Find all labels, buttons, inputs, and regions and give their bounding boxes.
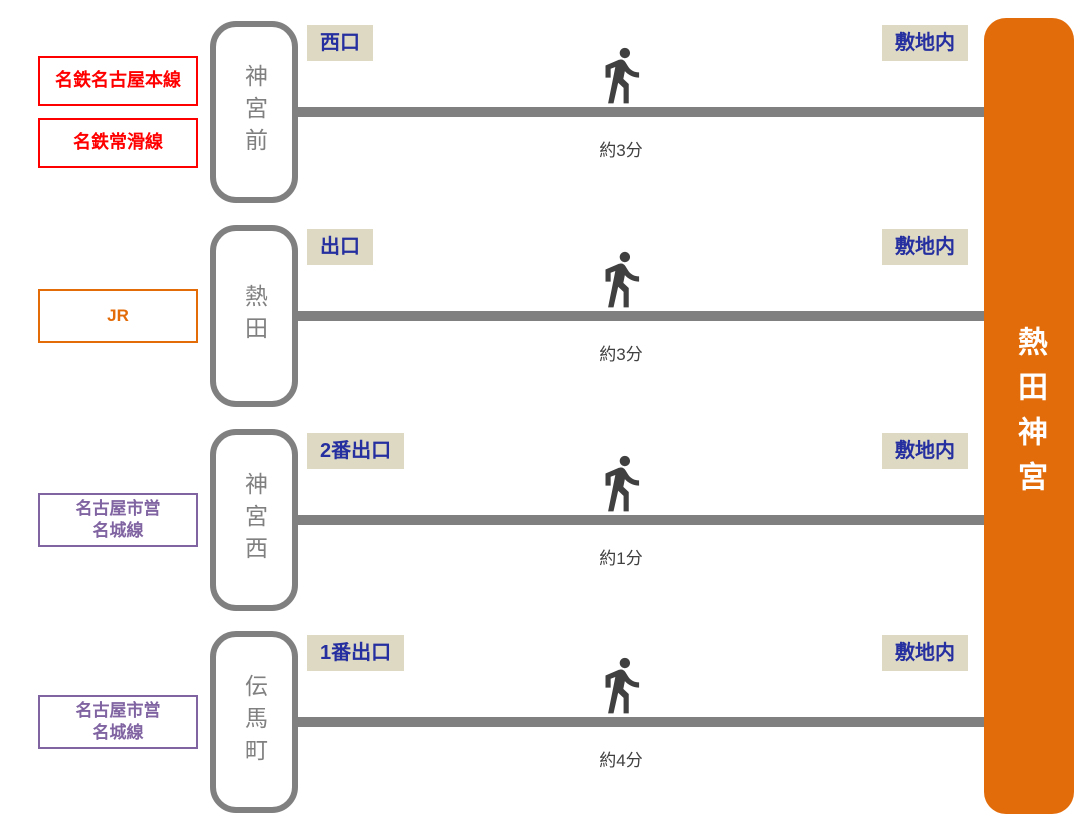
route-line-badges: 名鉄名古屋本線 名鉄常滑線 (38, 12, 198, 212)
route-line-badges: JR (38, 216, 198, 416)
route-line-badge: 名古屋市営 名城線 (38, 493, 198, 547)
walking-person-icon (590, 654, 652, 716)
station-name: 伝馬町 (241, 674, 268, 770)
arrival-label: 敷地内 (882, 229, 968, 265)
destination-name: 熱田神宮 (1013, 326, 1046, 506)
route-row-atsuta: JR 熱田 出口 約3分 敷地内 (0, 216, 1092, 416)
exit-label: 2番出口 (307, 433, 405, 469)
route-row-jingunishi: 名古屋市営 名城線 神宮西 2番出口 約1分 敷地内 (0, 420, 1092, 620)
walk-route-line (296, 107, 984, 117)
station-name: 神宮前 (241, 64, 268, 160)
route-line-badge: 名鉄名古屋本線 (38, 56, 198, 106)
walk-route-line (296, 515, 984, 525)
walk-duration: 約3分 (599, 345, 643, 364)
destination-bar: 熱田神宮 (984, 18, 1074, 814)
walk-duration: 約4分 (599, 751, 643, 770)
walk-route-line (296, 717, 984, 727)
walking-person-icon (590, 248, 652, 310)
walking-person-icon (590, 452, 652, 514)
station-name: 神宮西 (241, 472, 268, 568)
station-box: 伝馬町 (210, 631, 298, 813)
route-line-badge: 名古屋市営 名城線 (38, 695, 198, 749)
route-line-badge: JR (38, 289, 198, 343)
exit-label: 西口 (307, 25, 373, 61)
walk-route-line (296, 311, 984, 321)
walking-person-icon (590, 44, 652, 106)
arrival-label: 敷地内 (882, 25, 968, 61)
walk-duration: 約1分 (599, 549, 643, 568)
station-name: 熱田 (241, 284, 268, 348)
route-line-badges: 名古屋市営 名城線 (38, 420, 198, 620)
exit-label: 1番出口 (307, 635, 405, 671)
route-row-temmacho: 名古屋市営 名城線 伝馬町 1番出口 約4分 敷地内 (0, 622, 1092, 822)
route-line-badge: 名鉄常滑線 (38, 118, 198, 168)
exit-label: 出口 (307, 229, 373, 265)
station-box: 神宮前 (210, 21, 298, 203)
station-box: 熱田 (210, 225, 298, 407)
route-line-badges: 名古屋市営 名城線 (38, 622, 198, 822)
arrival-label: 敷地内 (882, 635, 968, 671)
arrival-label: 敷地内 (882, 433, 968, 469)
walk-duration: 約3分 (599, 141, 643, 160)
station-box: 神宮西 (210, 429, 298, 611)
route-row-jingumae: 名鉄名古屋本線 名鉄常滑線 神宮前 西口 約3分 敷地内 (0, 12, 1092, 212)
